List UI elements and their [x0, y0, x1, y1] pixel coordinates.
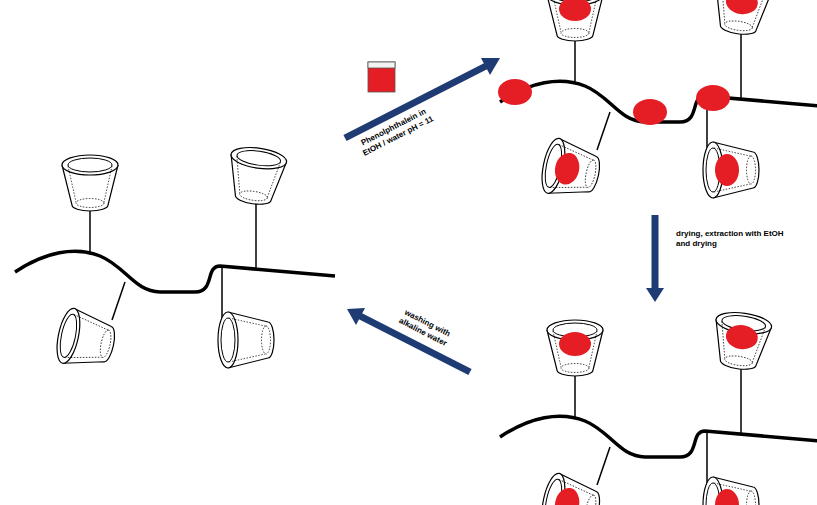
process-arrow — [345, 58, 664, 372]
inclusion-polymer — [500, 309, 817, 505]
loaded-polymer — [498, 0, 817, 203]
process-label: drying, extraction with EtOH and drying — [676, 229, 794, 249]
beaker — [368, 62, 395, 92]
empty-polymer — [15, 144, 335, 372]
